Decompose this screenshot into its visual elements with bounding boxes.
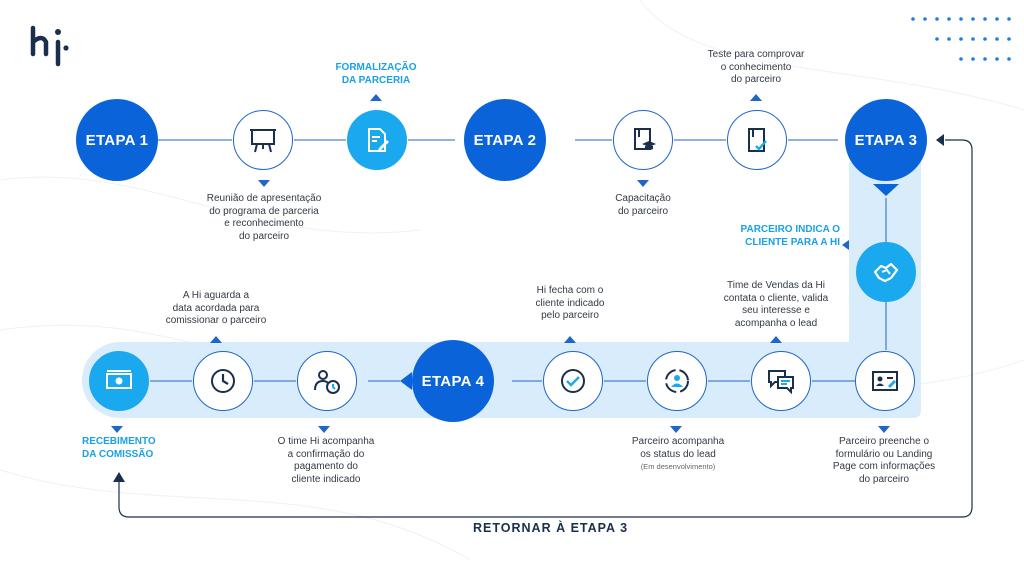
node-time-hi	[297, 351, 357, 411]
money-icon	[106, 370, 132, 389]
user-clock-icon	[314, 370, 340, 394]
label-parceiro-indica: PARCEIRO INDICA O CLIENTE PARA A HI	[740, 224, 840, 248]
node-parceiro-indica	[856, 242, 916, 302]
etapa-2-circle: ETAPA 2	[464, 99, 546, 181]
label-parceiro-acompanha: Parceiro acompanha os status do lead	[631, 436, 725, 460]
handshake-icon	[873, 262, 899, 283]
node-formalizacao	[347, 110, 407, 170]
label-hi-fecha: Hi fecha com o cliente indicado pelo par…	[535, 285, 605, 321]
chat-bubbles-icon	[768, 370, 794, 395]
label-teste: Teste para comprovar o conhecimento do p…	[707, 49, 805, 85]
node-time-vendas	[751, 351, 811, 411]
book-check-icon	[748, 128, 767, 152]
contact-card-icon	[872, 371, 898, 391]
node-parceiro-acompanha	[647, 351, 707, 411]
etapa-1-circle: ETAPA 1	[76, 99, 158, 181]
node-reuniao	[233, 110, 293, 170]
hi-logo	[30, 25, 69, 67]
etapa-3-circle: ETAPA 3	[845, 99, 927, 181]
label-em-desenvolvimento: (Em desenvolvimento)	[640, 462, 716, 471]
node-teste	[727, 110, 787, 170]
label-recebimento: RECEBIMENTO DA COMISSÃO	[82, 436, 156, 460]
node-hi-aguarda	[193, 351, 253, 411]
node-parceiro-preenche	[855, 351, 915, 411]
label-parceiro-preenche: Parceiro preenche o formulário ou Landin…	[832, 436, 936, 485]
label-hi-aguarda: A Hi aguarda a data acordada para comiss…	[165, 290, 267, 326]
label-time-vendas: Time de Vendas da Hi contata o cliente, …	[723, 280, 829, 329]
node-recebimento	[89, 351, 149, 411]
label-parceiro-acompanha-group: Parceiro acompanha os status do lead (Em…	[608, 436, 748, 474]
check-circle-icon	[561, 369, 585, 393]
label-time-hi: O time Hi acompanha a confirmação do pag…	[277, 436, 375, 485]
document-pen-icon	[368, 128, 389, 152]
book-cap-icon	[634, 128, 656, 150]
clock-icon	[211, 369, 235, 393]
user-circle-icon	[665, 369, 689, 393]
presentation-board-icon	[250, 129, 276, 153]
node-hi-fecha	[543, 351, 603, 411]
dot-grid-decoration	[911, 17, 1011, 61]
label-formalizacao: FORMALIZAÇÃO DA PARCERIA	[335, 62, 417, 86]
etapa-4-circle: ETAPA 4	[412, 340, 494, 422]
node-capacitacao	[613, 110, 673, 170]
retornar-etapa-3-label: RETORNAR À ETAPA 3	[473, 521, 629, 535]
label-capacitacao: Capacitação do parceiro	[615, 193, 671, 217]
label-reuniao: Reunião de apresentação do programa de p…	[206, 193, 322, 242]
